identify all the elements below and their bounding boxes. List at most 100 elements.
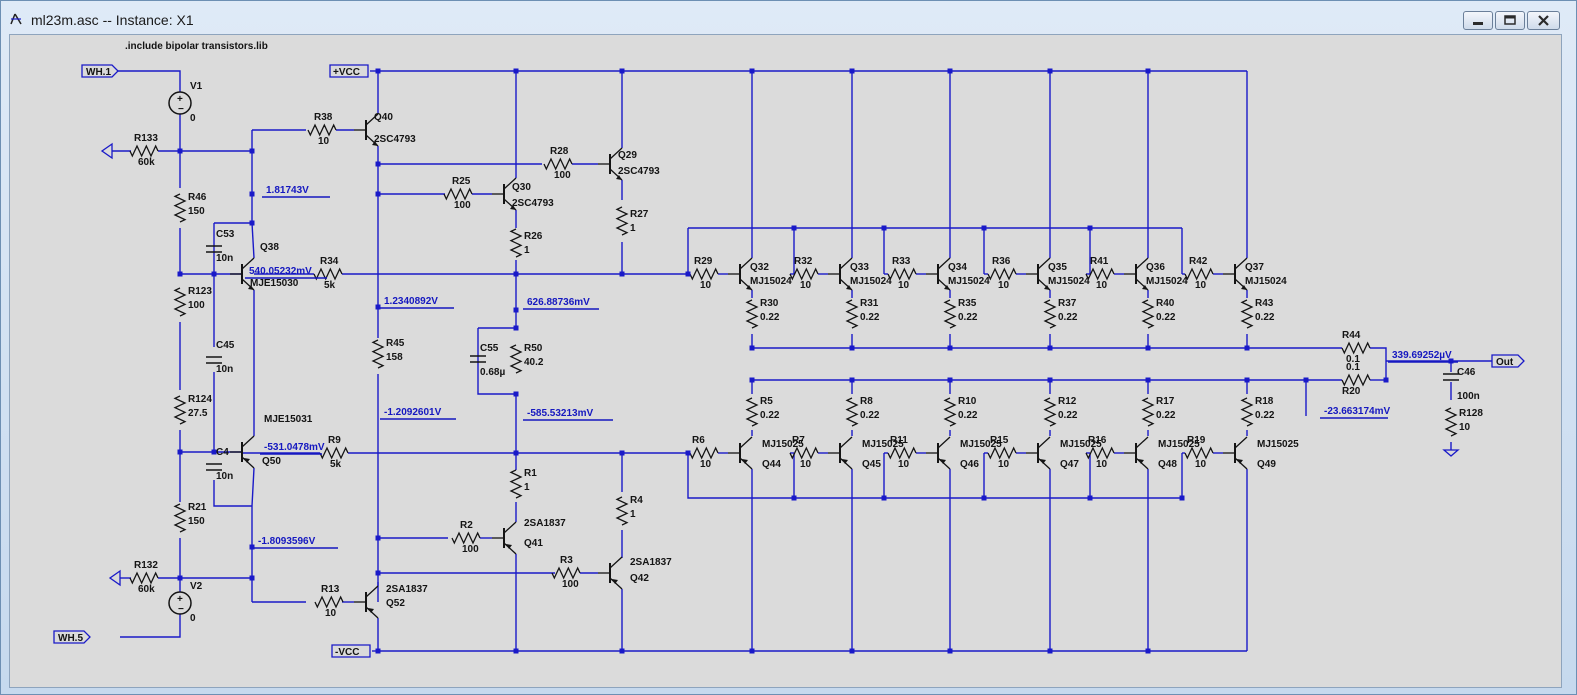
resistor-r3[interactable] (551, 566, 581, 580)
resistor-r30[interactable] (745, 299, 759, 329)
resistor-r50[interactable] (509, 344, 523, 374)
resistor-r133[interactable] (129, 144, 159, 158)
transistor-label: Q36 (1146, 262, 1165, 273)
port-vcc-neg[interactable] (331, 644, 371, 658)
transistor-q52[interactable] (354, 585, 379, 619)
transistor-q29[interactable] (598, 147, 623, 181)
resistor-r123[interactable] (173, 287, 187, 317)
transistor-q32[interactable] (728, 257, 753, 291)
transistor-q47[interactable] (1026, 436, 1051, 470)
resistor-r45[interactable] (371, 339, 385, 369)
maximize-button[interactable] (1495, 11, 1525, 30)
port-wh5[interactable] (53, 630, 91, 644)
transistor-q36[interactable] (1124, 257, 1149, 291)
resistor-label: R21 (188, 502, 207, 513)
resistor-label: R50 (524, 343, 543, 354)
transistor-q37[interactable] (1223, 257, 1248, 291)
resistor-r42[interactable] (1184, 267, 1214, 281)
resistor-r27[interactable] (615, 206, 629, 236)
resistor-r8[interactable] (845, 397, 859, 427)
transistor-q38[interactable] (230, 257, 255, 291)
transistor-q46[interactable] (926, 436, 951, 470)
resistor-r10[interactable] (943, 397, 957, 427)
resistor-r2[interactable] (451, 531, 481, 545)
transistor-q50[interactable] (230, 435, 255, 469)
transistor-model: MJ15024 (750, 276, 792, 287)
transistor-q42[interactable] (598, 556, 623, 590)
resistor-label: R28 (550, 146, 569, 157)
resistor-r12[interactable] (1043, 397, 1057, 427)
resistor-r132[interactable] (129, 571, 159, 585)
minimize-button[interactable] (1463, 11, 1493, 30)
ground-icon (100, 142, 113, 160)
transistor-q40[interactable] (354, 113, 379, 147)
resistor-r28[interactable] (543, 157, 573, 171)
resistor-r36[interactable] (987, 267, 1017, 281)
close-button[interactable] (1527, 11, 1560, 30)
transistor-q45[interactable] (828, 436, 853, 470)
junction-dot (513, 68, 519, 74)
resistor-r37[interactable] (1043, 299, 1057, 329)
transistor-q35[interactable] (1026, 257, 1051, 291)
resistor-r20[interactable] (1341, 373, 1371, 387)
resistor-label: R1 (524, 468, 537, 479)
resistor-r18[interactable] (1240, 397, 1254, 427)
transistor-q44[interactable] (728, 436, 753, 470)
resistor-r11[interactable] (887, 446, 917, 460)
port-out[interactable] (1491, 354, 1525, 368)
transistor-q49[interactable] (1223, 436, 1248, 470)
resistor-r32[interactable] (789, 267, 819, 281)
transistor-q33[interactable] (828, 257, 853, 291)
capacitor-value: 10n (216, 253, 233, 264)
resistor-r46[interactable] (173, 193, 187, 223)
resistor-r38[interactable] (307, 123, 337, 137)
resistor-r1[interactable] (509, 469, 523, 499)
port-wh1[interactable] (81, 64, 119, 78)
resistor-r5[interactable] (745, 397, 759, 427)
voltage-source-v1[interactable]: +− (168, 91, 192, 115)
resistor-r16[interactable] (1085, 446, 1115, 460)
transistor-q30[interactable] (492, 177, 517, 211)
resistor-r9[interactable] (319, 446, 349, 460)
resistor-r4[interactable] (615, 496, 629, 526)
port-vcc-pos[interactable] (329, 64, 369, 78)
resistor-label: R32 (794, 256, 813, 267)
voltage-source-v2[interactable]: +− (168, 591, 192, 615)
junction-dot (1244, 345, 1250, 351)
resistor-r35[interactable] (943, 299, 957, 329)
probe-value: -531.0478mV (264, 442, 325, 453)
schematic-drawing[interactable]: +−+− .include bipolar transistors.lib+VC… (10, 35, 1562, 688)
resistor-label: R9 (328, 435, 341, 446)
resistor-r41[interactable] (1085, 267, 1115, 281)
wire (213, 480, 252, 507)
resistor-r31[interactable] (845, 299, 859, 329)
resistor-r43[interactable] (1240, 299, 1254, 329)
resistor-r15[interactable] (987, 446, 1017, 460)
junction-dot (1145, 68, 1151, 74)
junction-dot (749, 377, 755, 383)
resistor-r40[interactable] (1141, 299, 1155, 329)
resistor-r124[interactable] (173, 395, 187, 425)
resistor-r13[interactable] (314, 595, 344, 609)
resistor-r6[interactable] (689, 446, 719, 460)
title-bar[interactable]: ml23m.asc -- Instance: X1 (1, 1, 1576, 34)
resistor-r25[interactable] (443, 187, 473, 201)
resistor-r44[interactable] (1341, 341, 1371, 355)
junction-dot (375, 535, 381, 541)
transistor-model: 2SA1837 (524, 518, 566, 529)
resistor-r33[interactable] (887, 267, 917, 281)
resistor-r26[interactable] (509, 228, 523, 258)
junction-dot (177, 148, 183, 154)
transistor-q41[interactable] (492, 521, 517, 555)
transistor-q48[interactable] (1124, 436, 1149, 470)
resistor-r29[interactable] (689, 267, 719, 281)
schematic-canvas[interactable]: +−+− .include bipolar transistors.lib+VC… (9, 34, 1562, 688)
junction-dot (177, 271, 183, 277)
junction-dot (1383, 377, 1389, 383)
resistor-r17[interactable] (1141, 397, 1155, 427)
resistor-r128[interactable] (1444, 407, 1458, 437)
resistor-r7[interactable] (789, 446, 819, 460)
transistor-q34[interactable] (926, 257, 951, 291)
resistor-r19[interactable] (1184, 446, 1214, 460)
resistor-r21[interactable] (173, 503, 187, 533)
